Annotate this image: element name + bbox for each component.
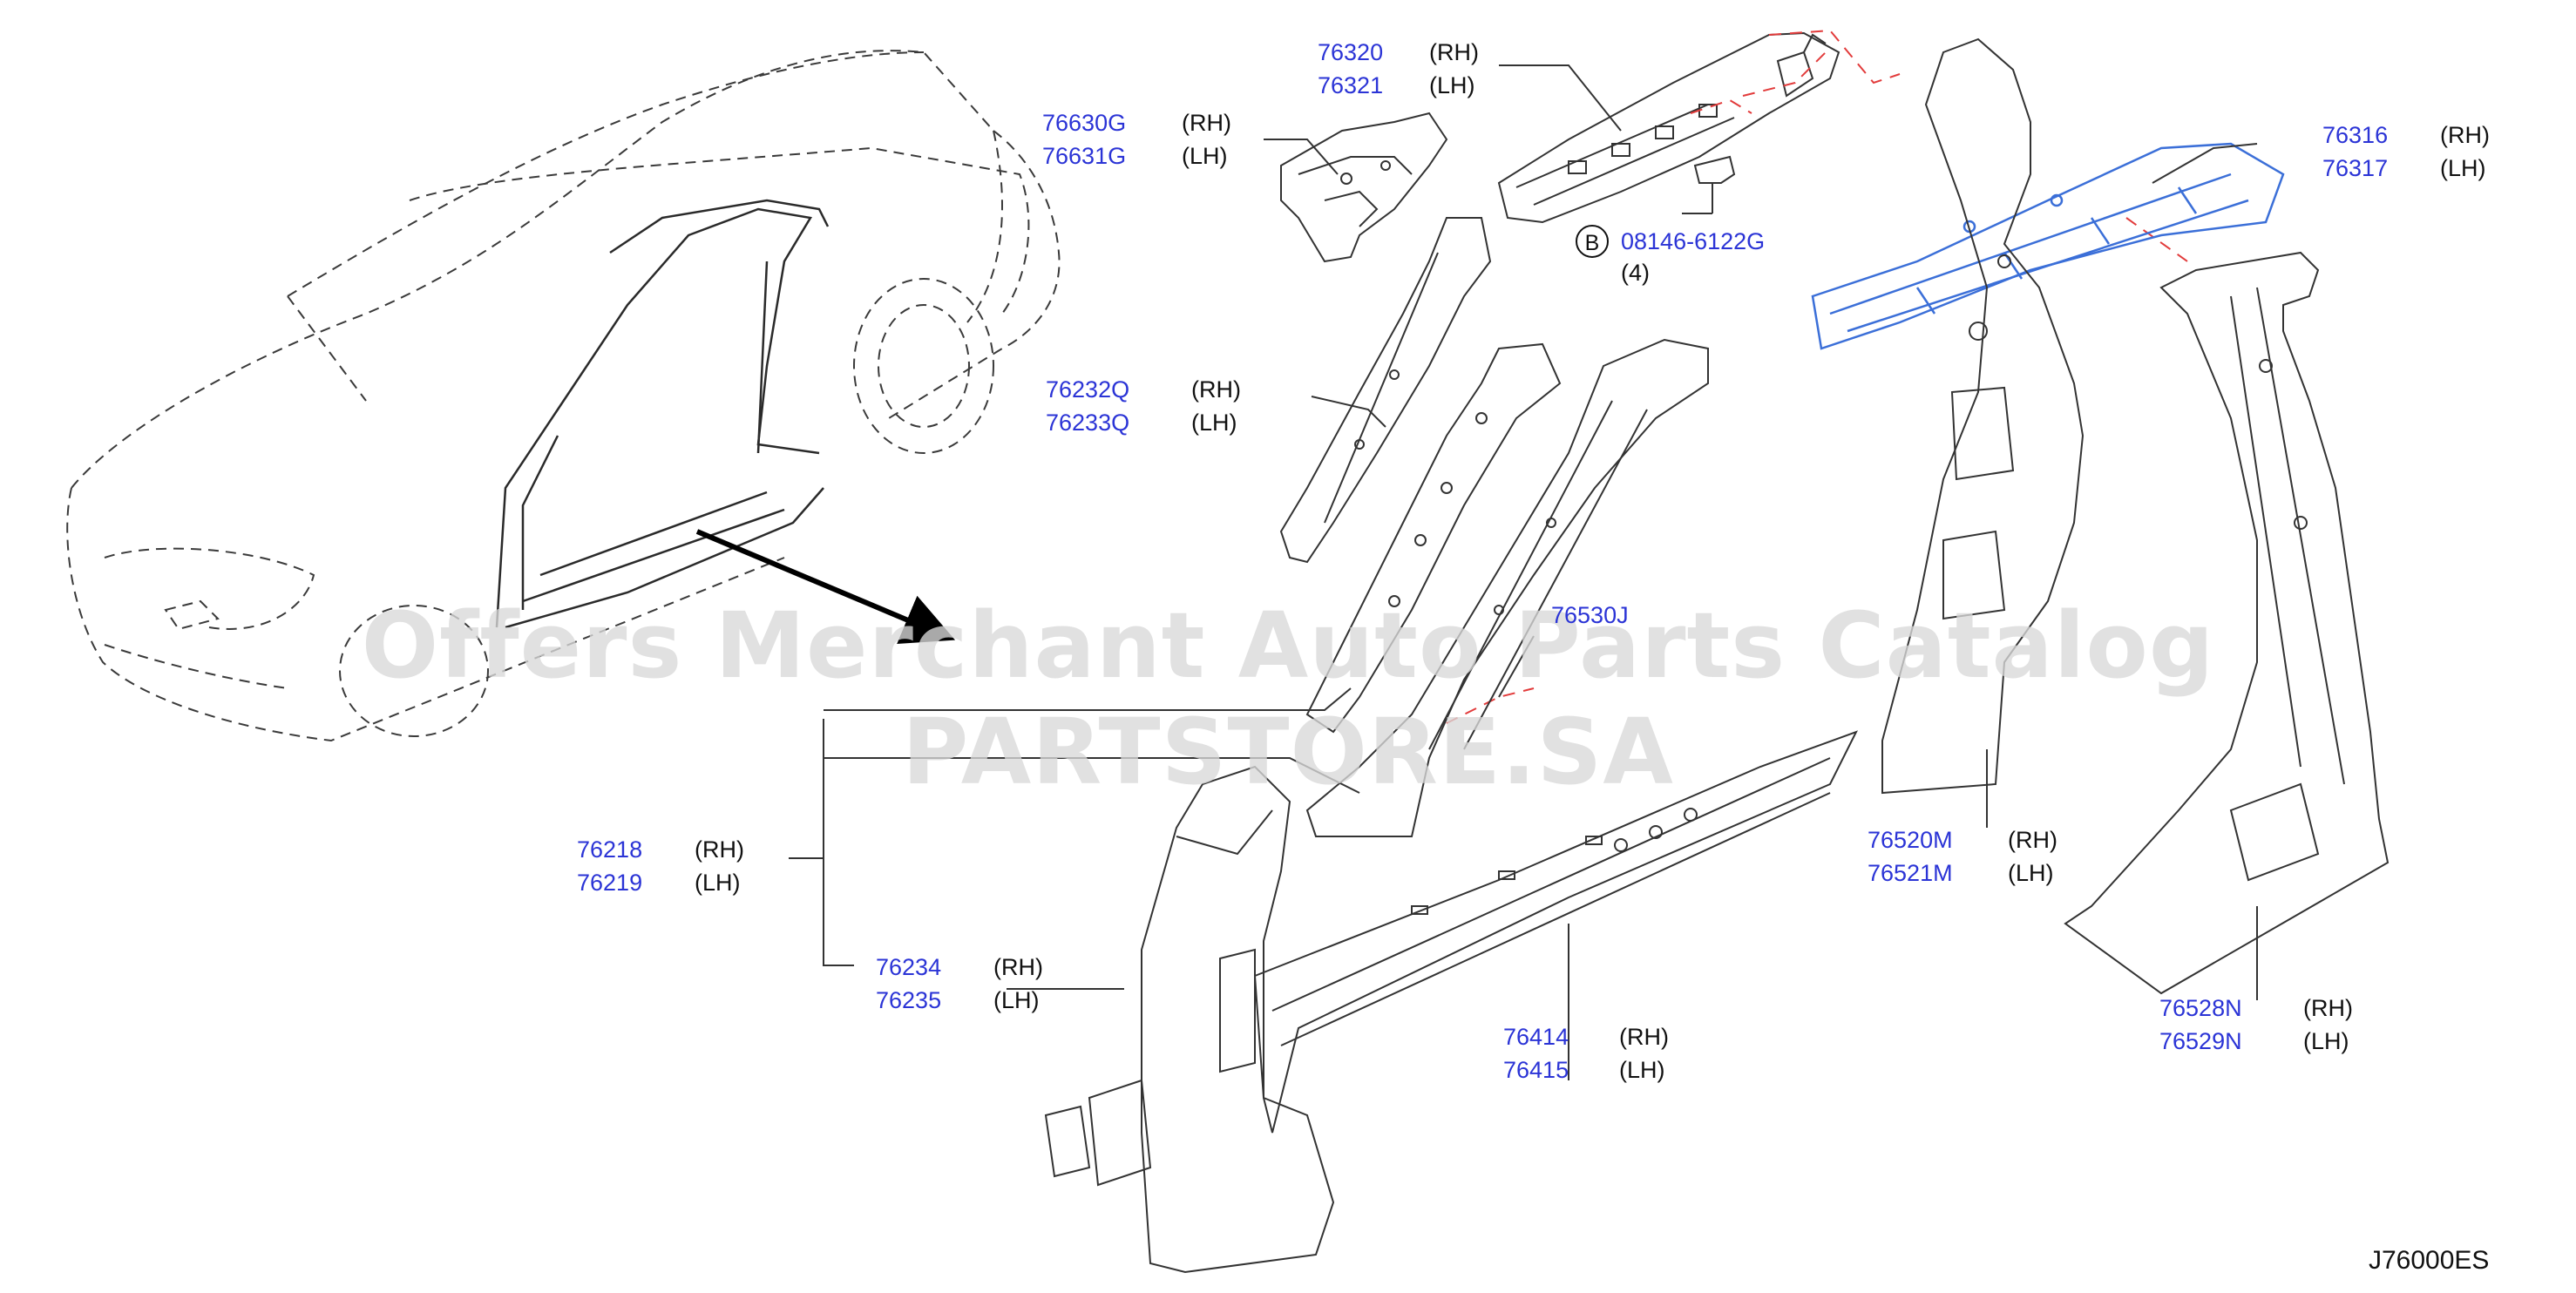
pointer-arrow [695,529,956,645]
part-number-76316[interactable]: 76316 [2322,122,2389,148]
part-76630g-shape [1280,112,1448,263]
side-lh-label: (LH) [993,987,1040,1013]
part-number-76234[interactable]: 76234 [876,954,942,980]
side-lh-label: (LH) [2303,1028,2349,1054]
part-number-76530j[interactable]: 76530J [1551,602,1629,628]
part-76530j-shape [1305,338,1709,837]
part-number-08146-6122g[interactable]: 08146-6122G [1621,228,1766,254]
side-rh-label: (RH) [2440,122,2490,148]
part-number-76218[interactable]: 76218 [577,836,643,863]
side-lh-label: (LH) [1182,143,1228,169]
side-rh-label: (RH) [1182,110,1231,136]
bolt-08146-shape [1682,155,1736,214]
car-outline [66,50,1061,742]
side-lh-label: (LH) [695,870,741,896]
part-number-76521m[interactable]: 76521M [1868,860,1953,886]
part-number-76520m[interactable]: 76520M [1868,827,1953,853]
leader-lines [789,64,2258,1080]
part-76234-shape [1044,765,1335,1274]
side-rh-label: (RH) [695,836,744,863]
side-lh-label: (LH) [1191,410,1237,436]
part-number-76414[interactable]: 76414 [1503,1024,1569,1050]
part-number-76415[interactable]: 76415 [1503,1057,1569,1083]
side-rh-label: (RH) [2008,827,2057,853]
side-lh-label: (LH) [1619,1057,1665,1083]
side-rh-label: (RH) [993,954,1043,980]
side-rh-label: (RH) [1429,39,1479,65]
part-number-76320[interactable]: 76320 [1318,39,1384,65]
part-number-76232q[interactable]: 76232Q [1046,376,1130,403]
dashed-guide-lines [1446,29,2188,724]
part-76232q-shape [1279,217,1492,564]
side-rh-label: (RH) [1619,1024,1669,1050]
part-76520m-shape [1881,37,2085,795]
part-number-76630g[interactable]: 76630G [1042,110,1127,136]
part-number-76528n[interactable]: 76528N [2159,995,2242,1021]
bolt-reference-bubble: B [1576,225,1609,258]
car-body-side-frame [495,199,830,629]
part-76316-shape [1811,142,2285,350]
side-lh-label: (LH) [2440,155,2486,181]
part-number-76317[interactable]: 76317 [2322,155,2389,181]
part-number-76235[interactable]: 76235 [876,987,942,1013]
side-rh-label: (RH) [1191,376,1241,403]
part-76528n-shape [2064,251,2390,995]
bolt-quantity: (4) [1621,260,1650,286]
part-number-76321[interactable]: 76321 [1318,72,1384,98]
diagram-code: J76000ES [2369,1246,2490,1275]
part-number-76233q[interactable]: 76233Q [1046,410,1130,436]
side-lh-label: (LH) [1429,72,1475,98]
side-rh-label: (RH) [2303,995,2353,1021]
part-number-76529n[interactable]: 76529N [2159,1028,2242,1054]
part-number-76631g[interactable]: 76631G [1042,143,1127,169]
part-number-76219[interactable]: 76219 [577,870,643,896]
part-76320-shape [1497,31,1840,224]
side-lh-label: (LH) [2008,860,2054,886]
part-76218-inner-shape [1305,342,1562,734]
part-76414-shape [1253,730,1859,1134]
